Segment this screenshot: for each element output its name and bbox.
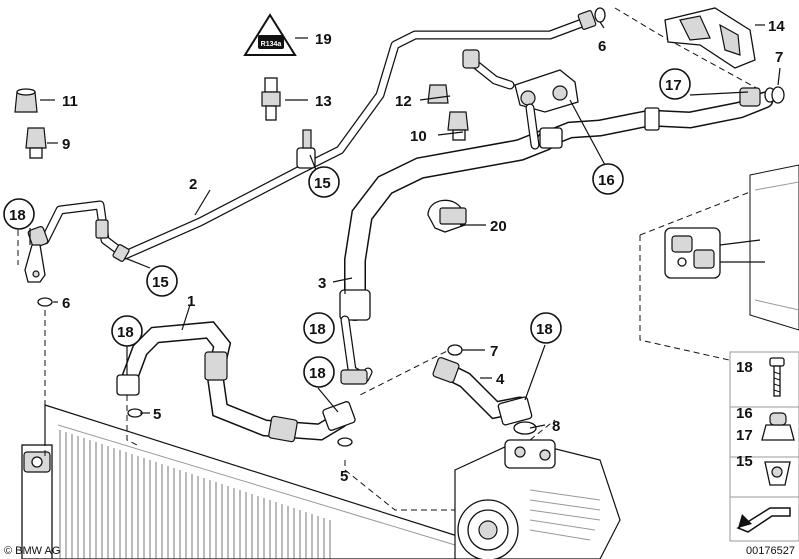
label-1: 1: [187, 293, 195, 310]
part-10-valve: [447, 111, 469, 141]
label-8: 8: [552, 418, 560, 435]
hose-3-pressure-hose: [339, 87, 776, 385]
part-20-clamp: [427, 199, 467, 233]
part-5-o-ring-mid: [337, 437, 353, 447]
part-12-cap: [427, 84, 449, 104]
label-6b: 6: [598, 38, 606, 55]
legend-label-16: 16: [736, 405, 753, 422]
callout-labels: 11 9 19 13 12 10 2 15 15 18 6 1 18 5 3 1…: [9, 18, 785, 485]
label-7b: 7: [490, 343, 498, 360]
copyright-text: © BMW AG: [4, 545, 60, 557]
legend-label-18: 18: [736, 359, 753, 376]
legend-label-17: 17: [736, 427, 753, 444]
label-15a: 15: [314, 175, 331, 192]
bolt-icon: [769, 357, 785, 397]
pipe-1-liquid-line: [116, 321, 356, 443]
label-4: 4: [496, 371, 505, 388]
part-7-o-ring-mid: [447, 344, 463, 356]
label-5a: 5: [153, 406, 161, 423]
label-9: 9: [62, 136, 70, 153]
label-3: 3: [318, 275, 326, 292]
fastener-legend: 18 16 17 15: [729, 351, 799, 542]
label-18a: 18: [9, 207, 26, 224]
callout-circles: [3, 68, 691, 388]
label-18c: 18: [309, 321, 326, 338]
part-5-o-ring-left: [127, 408, 143, 418]
label-12: 12: [395, 93, 412, 110]
left-fitting-block: [24, 244, 53, 307]
condenser: [21, 404, 471, 559]
clip-nut-icon: [764, 461, 791, 486]
legend-label-15: 15: [736, 453, 753, 470]
label-5b: 5: [340, 468, 348, 485]
part-11-cap: [14, 88, 38, 113]
label-18e: 18: [536, 321, 553, 338]
diagram-id: 00176527: [746, 545, 795, 557]
label-17: 17: [665, 77, 682, 94]
label-15b: 15: [152, 274, 169, 291]
ac-compressor: [454, 439, 621, 559]
label-6a: 6: [62, 295, 70, 312]
warning-triangle-19: R134a: [243, 13, 297, 56]
part-14-bracket: [664, 7, 756, 69]
warning-symbol-text: R134a: [261, 41, 282, 48]
label-2: 2: [189, 176, 197, 193]
label-7a: 7: [775, 49, 783, 66]
direction-arrow-icon: [736, 507, 791, 533]
label-18b: 18: [117, 324, 134, 341]
label-11: 11: [62, 93, 78, 110]
part-7-o-ring-top: [771, 86, 785, 104]
expansion-valve: [664, 227, 765, 279]
label-18d: 18: [309, 365, 326, 382]
part-13-pressure-sensor: [261, 77, 281, 121]
label-10: 10: [410, 128, 427, 145]
label-19: 19: [315, 31, 332, 48]
pipe-4-compressor-line: [432, 357, 537, 435]
upper-connection-block: [462, 49, 579, 150]
label-14: 14: [768, 18, 785, 35]
nut-icon: [761, 412, 795, 441]
label-13: 13: [315, 93, 332, 110]
part-9-valve: [25, 127, 47, 159]
evaporator-housing: [639, 164, 799, 363]
label-20: 20: [490, 218, 507, 235]
label-16: 16: [598, 172, 615, 189]
leader-lines: [29, 21, 781, 429]
